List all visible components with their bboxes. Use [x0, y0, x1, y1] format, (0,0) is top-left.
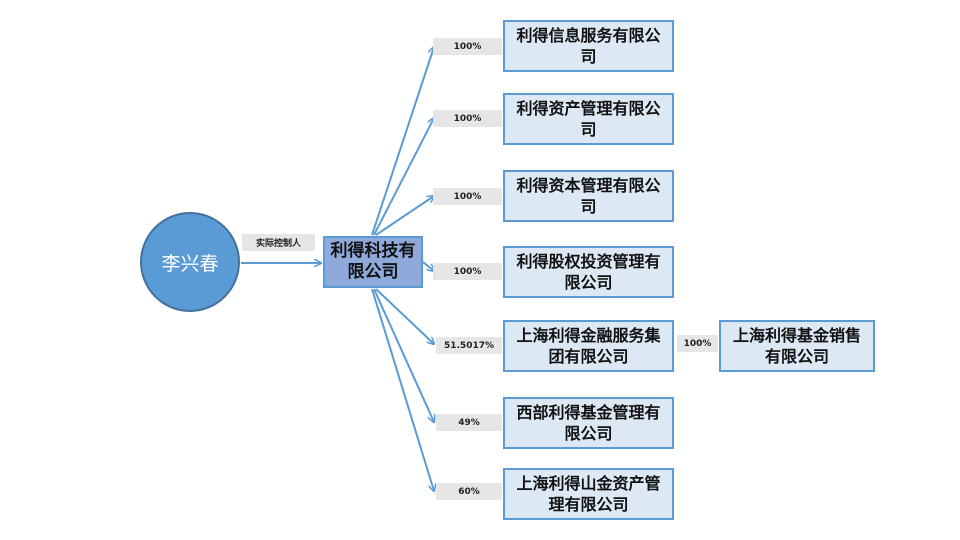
share-label: 49%: [436, 414, 502, 431]
subsidiary-node: 上海利得金融服务集团有限公司: [503, 320, 674, 372]
arrow-root-to-sub-1: [371, 47, 434, 236]
subsidiary-node: 利得信息服务有限公司: [503, 20, 674, 72]
arrow-root-to-sub-4: [422, 261, 434, 271]
arrow-root-to-sub-7: [371, 288, 434, 491]
arrow-root-to-sub-3: [375, 196, 434, 236]
arrow-root-to-sub-2: [373, 118, 434, 236]
relation-label: 实际控制人: [242, 234, 315, 251]
grandchild-node: 上海利得基金销售有限公司: [719, 320, 875, 372]
share-label: 100%: [677, 335, 718, 352]
controller-name: 李兴春: [161, 252, 219, 275]
subsidiary-node: 利得股权投资管理有限公司: [503, 246, 674, 298]
arrow-root-to-sub-6: [373, 288, 434, 422]
share-label: 100%: [433, 188, 502, 205]
arrow-root-to-sub-5: [375, 288, 434, 344]
root-company-node: 利得科技有限公司: [323, 236, 423, 288]
root-company-name: 利得科技有限公司: [330, 241, 416, 282]
share-label: 60%: [436, 483, 502, 500]
share-label: 51.5017%: [436, 337, 502, 354]
subsidiary-node: 西部利得基金管理有限公司: [503, 397, 674, 449]
subsidiary-node: 上海利得山金资产管理有限公司: [503, 468, 674, 520]
subsidiary-node: 利得资产管理有限公司: [503, 93, 674, 145]
share-label: 100%: [433, 38, 502, 55]
subsidiary-node: 利得资本管理有限公司: [503, 170, 674, 222]
share-label: 100%: [433, 110, 502, 127]
share-label: 100%: [433, 263, 502, 280]
controller-node: 李兴春: [140, 212, 240, 312]
